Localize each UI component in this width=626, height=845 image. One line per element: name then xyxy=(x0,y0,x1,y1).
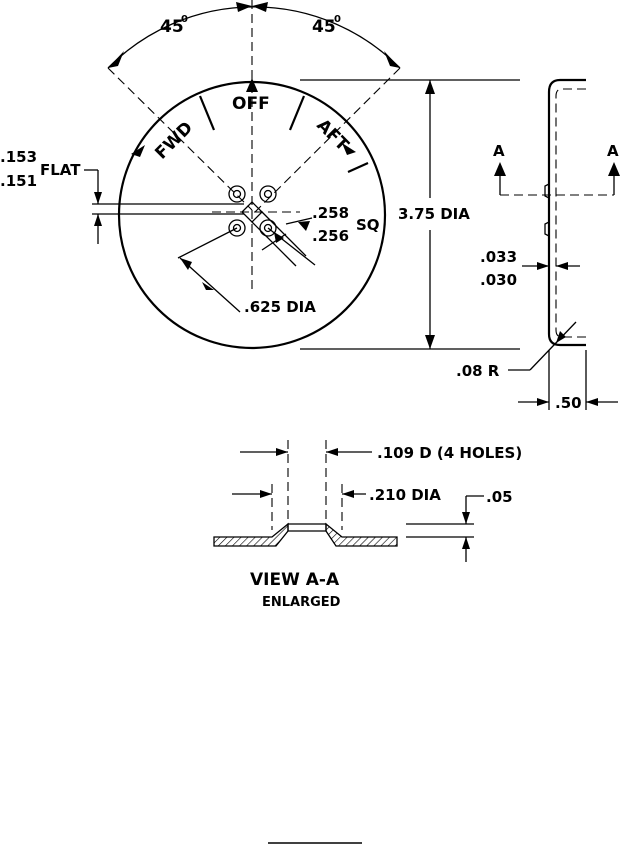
offset-arrow-upper xyxy=(462,512,470,524)
thickness-arrow-left xyxy=(537,262,549,270)
od-arrow-bottom xyxy=(425,335,435,349)
angle-arrow-center-left xyxy=(236,2,252,12)
right-45-centerline xyxy=(254,67,401,213)
bolt-circle-value: .625 DIA xyxy=(244,298,316,316)
hole-upper-right xyxy=(259,185,277,203)
bolt-circle-ext-right xyxy=(267,227,316,266)
section-label-right: A xyxy=(607,142,619,160)
detent-mark-far-right xyxy=(347,161,369,174)
label-fwd: FWD xyxy=(151,118,197,164)
bolt-circle-arrow-left xyxy=(180,258,192,270)
front-view: 45 0 45 0 OFF FWD AFT xyxy=(0,0,520,350)
sq-lower-value: .256 xyxy=(312,227,349,245)
sq-label: SQ xyxy=(356,216,380,234)
hole-upper-left-inner xyxy=(232,189,242,199)
section-arrow-right xyxy=(608,162,620,176)
hole-dim-arrow-right xyxy=(326,448,338,456)
depth-arrow-right xyxy=(586,398,598,406)
side-profile-inner xyxy=(555,88,586,338)
detent-mark-right xyxy=(288,95,306,131)
fwd-pointer-arrow xyxy=(131,145,145,157)
left-45-centerline xyxy=(107,67,253,211)
bolt-circle-ext-left xyxy=(177,227,238,259)
boss-dim-arrow-left xyxy=(260,490,272,498)
angle-arrow-center-right xyxy=(252,2,268,12)
thickness-arrow-right xyxy=(556,262,568,270)
radius-arrow xyxy=(556,331,566,343)
section-right-flange xyxy=(325,522,398,547)
hole-lower-right xyxy=(259,219,277,237)
hole-lower-left xyxy=(228,219,246,237)
offset-dim-value: .05 xyxy=(486,488,513,506)
label-off: OFF xyxy=(232,94,270,114)
view-aa: .109 D (4 HOLES) .210 DIA .05 VIEW A-A E… xyxy=(213,440,522,610)
flat-arrow-upper xyxy=(94,192,102,204)
angle-left-degree: 0 xyxy=(181,14,188,25)
depth-arrow-left xyxy=(537,398,549,406)
angle-right-degree: 0 xyxy=(334,14,341,25)
boss-dim-arrow-right xyxy=(342,490,354,498)
mounting-holes xyxy=(228,185,277,237)
section-arrow-left xyxy=(494,162,506,176)
side-profile-outer xyxy=(547,78,586,347)
sq-upper-value: .258 xyxy=(312,204,349,222)
off-pointer-arrow xyxy=(246,78,258,92)
hole-dim-value: .109 D (4 HOLES) xyxy=(377,444,522,462)
detent-mark-left xyxy=(198,95,216,131)
radius-leader-diagonal xyxy=(529,321,577,371)
flat-upper-value: .153 xyxy=(0,148,37,166)
sq-dim-leader-lower xyxy=(261,233,287,251)
thickness-lower-value: .030 xyxy=(480,271,517,289)
hole-upper-right-inner xyxy=(263,189,273,199)
sq-ext-line-2 xyxy=(251,221,297,267)
side-bump-upper xyxy=(544,183,550,199)
outer-dia-value: 3.75 DIA xyxy=(398,205,470,223)
sq-dim-leader-upper xyxy=(285,217,313,225)
bolt-circle-dim-line xyxy=(179,257,241,313)
section-left-flange xyxy=(213,522,289,547)
view-subtitle: ENLARGED xyxy=(262,595,341,610)
offset-arrow-lower xyxy=(462,537,470,549)
section-boss-top xyxy=(287,523,327,532)
side-view: A A .033 .030 .08 R .50 xyxy=(456,78,620,412)
boss-dim-value: .210 DIA xyxy=(369,486,441,504)
flat-arrow-lower xyxy=(94,214,102,226)
radius-value: .08 R xyxy=(456,362,500,380)
sq-arrow-upper xyxy=(298,221,310,231)
hole-lower-right-inner xyxy=(263,223,273,233)
od-arrow-top xyxy=(425,80,435,94)
angle-dimension-arc xyxy=(107,6,401,69)
angle-right-value: 45 xyxy=(312,17,336,37)
view-title: VIEW A-A xyxy=(250,570,340,590)
depth-value: .50 xyxy=(555,394,582,412)
flat-lower-value: .151 xyxy=(0,172,37,190)
angle-arrow-right-end xyxy=(384,51,400,68)
bolt-circle-arrow-right xyxy=(202,282,214,290)
angle-arrow-left-start xyxy=(108,51,124,68)
angle-left-value: 45 xyxy=(160,17,184,37)
flat-label: FLAT xyxy=(40,161,81,179)
hole-dim-arrow-left xyxy=(276,448,288,456)
sq-ext-line-1 xyxy=(261,211,307,257)
side-bump-lower xyxy=(544,221,550,237)
hole-upper-left xyxy=(228,185,246,203)
hole-lower-left-inner xyxy=(232,223,242,233)
thickness-upper-value: .033 xyxy=(480,248,517,266)
aft-pointer-arrow xyxy=(342,143,356,155)
section-label-left: A xyxy=(493,142,505,160)
